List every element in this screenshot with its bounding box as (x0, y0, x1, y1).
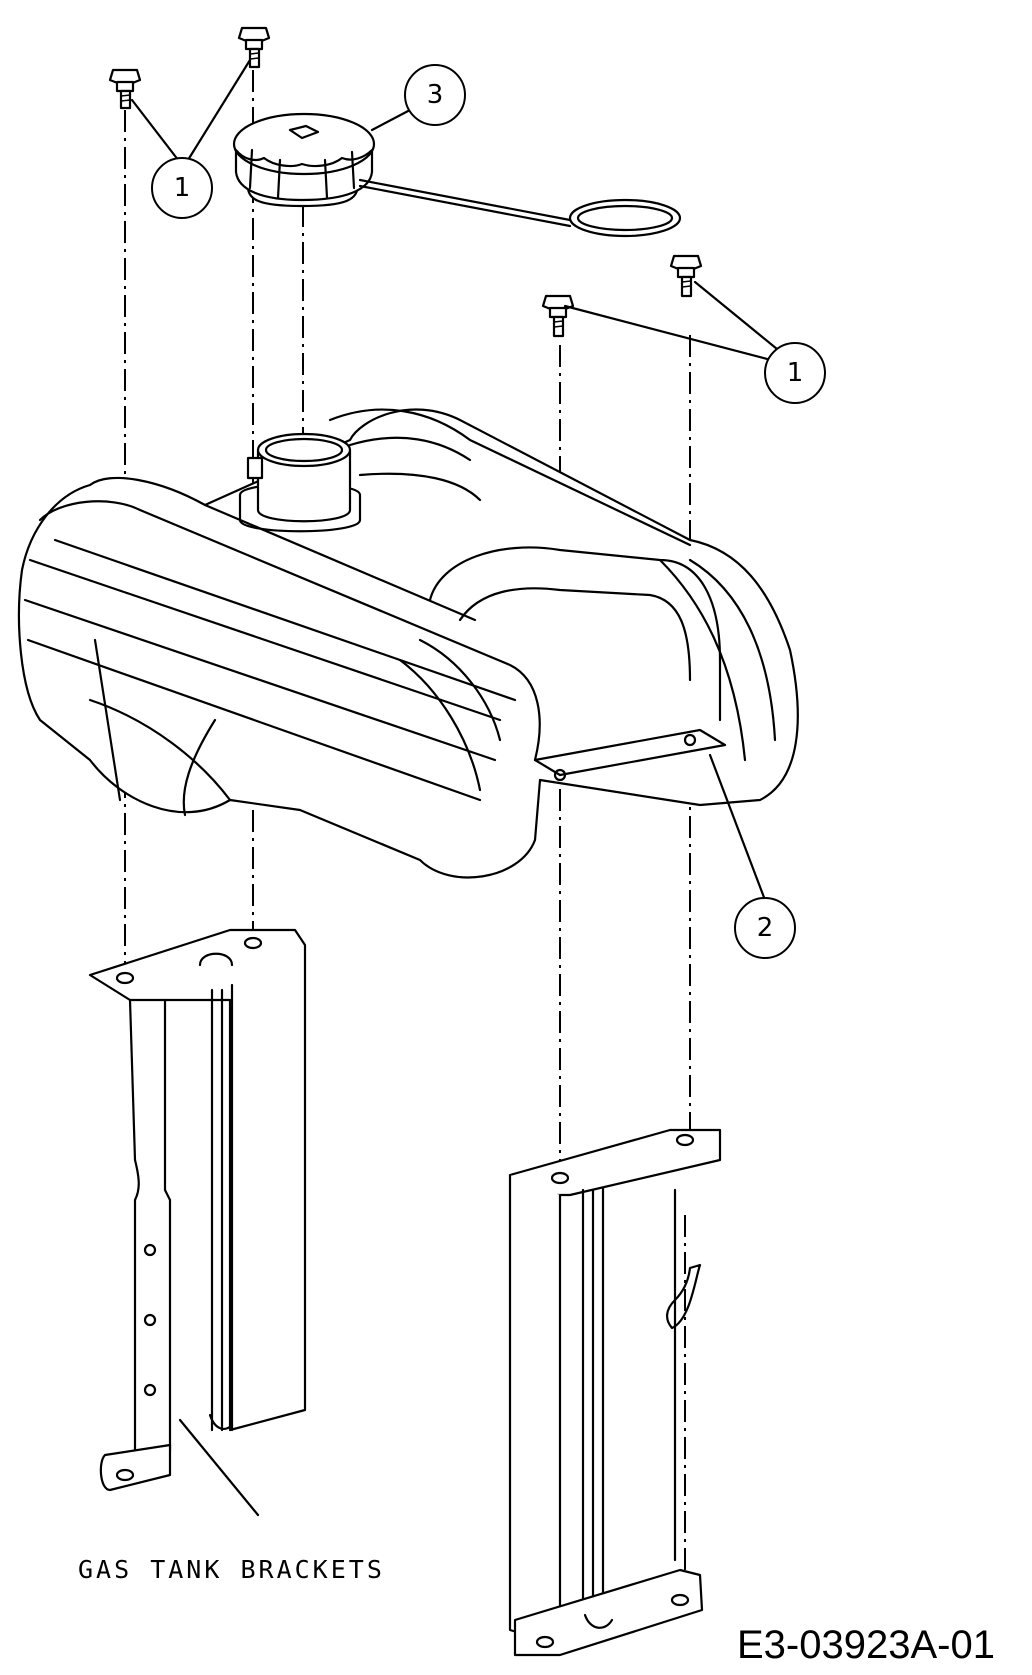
leader-lines (130, 58, 792, 1517)
callout-number: 1 (174, 173, 191, 203)
bolt-top-left (108, 68, 142, 110)
callout-number: 2 (757, 913, 774, 943)
gas-tank-bracket-left (88, 928, 307, 1492)
drawing-code: E3-03923A-01 (737, 1623, 995, 1667)
bolt-right-inner (541, 294, 575, 338)
callout-1-left: 1 (151, 157, 213, 219)
callout-number: 3 (427, 80, 444, 110)
gas-cap (232, 112, 682, 238)
callout-3: 3 (404, 64, 466, 126)
callout-2: 2 (734, 897, 796, 959)
bolt-top-center (237, 26, 271, 69)
gas-tank-brackets-label: GAS TANK BRACKETS (78, 1555, 385, 1584)
gas-tank-bracket-right (508, 1128, 722, 1657)
fuel-tank (17, 408, 799, 879)
bolt-right-outer (669, 254, 703, 298)
callout-number: 1 (787, 358, 804, 388)
callout-1-right: 1 (764, 342, 826, 404)
